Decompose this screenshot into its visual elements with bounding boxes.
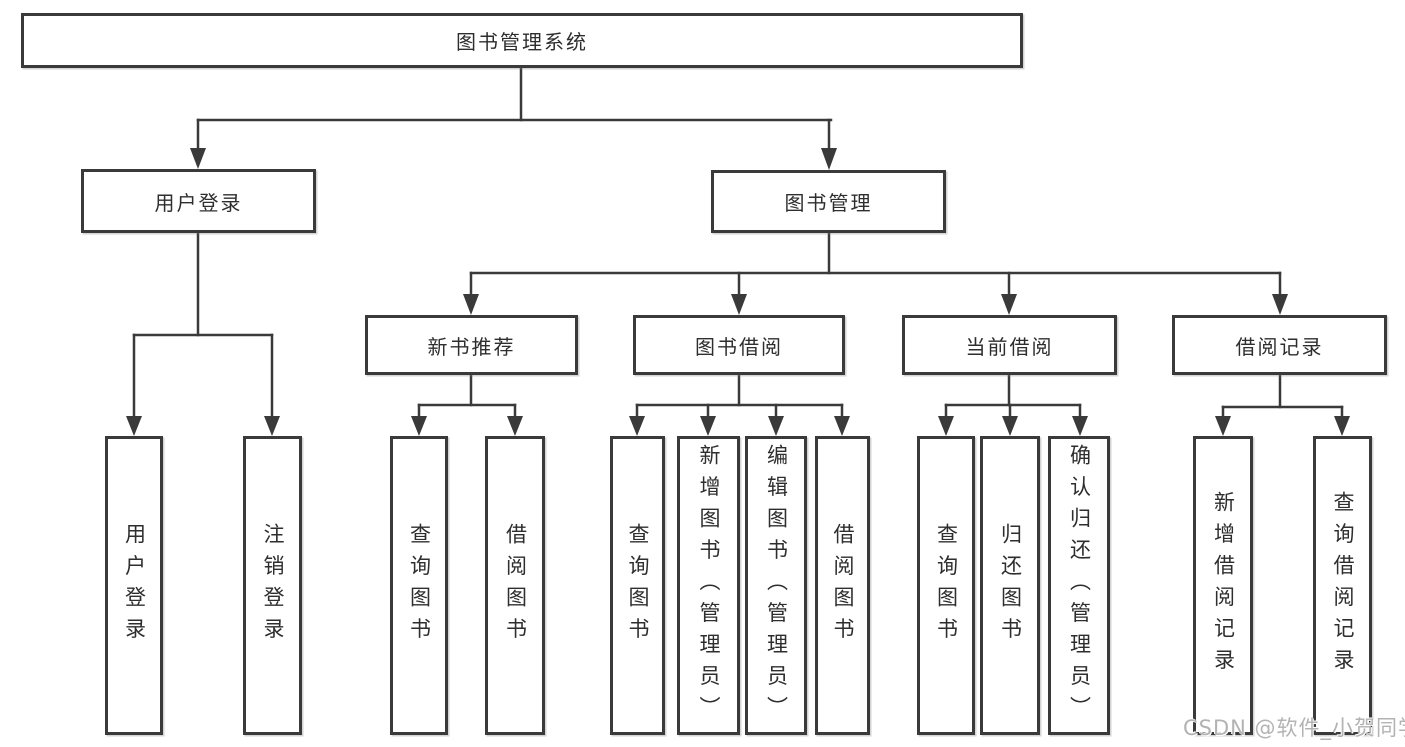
leaf-edit-books-admin: 编辑图书（管理员） (745, 436, 807, 735)
leaf-label: 新增借阅记录 (1211, 491, 1236, 680)
leaf-label: 编辑图书（管理员） (764, 443, 789, 728)
leaf-borrow-books-recommend: 借阅图书 (485, 436, 545, 735)
leaf-add-books-admin: 新增图书（管理员） (677, 436, 740, 735)
leaf-label: 查询图书 (407, 522, 432, 649)
leaf-return-books: 归还图书 (980, 436, 1040, 735)
leaf-label: 注销登录 (261, 522, 285, 649)
leaf-label: 新增图书（管理员） (697, 443, 721, 728)
node-book-management: 图书管理 (711, 170, 946, 233)
leaf-query-borrow-record: 查询借阅记录 (1313, 436, 1372, 735)
csdn-watermark: CSDN @软件_小贺同学 (1183, 716, 1405, 740)
leaf-query-books-current: 查询图书 (917, 436, 975, 735)
leaf-logout: 注销登录 (243, 436, 302, 735)
leaf-query-books-borrowing: 查询图书 (610, 436, 665, 735)
leaf-label: 借阅图书 (831, 522, 855, 649)
leaf-borrow-books: 借阅图书 (815, 436, 870, 735)
leaf-label: 查询图书 (626, 522, 650, 649)
node-borrowing-records: 借阅记录 (1172, 315, 1387, 375)
leaf-label: 查询图书 (934, 522, 959, 649)
leaf-label: 确认归还（管理员） (1067, 443, 1092, 728)
leaf-label: 借阅图书 (503, 522, 528, 649)
leaf-label: 查询借阅记录 (1331, 491, 1355, 680)
leaf-confirm-return-admin: 确认归还（管理员） (1048, 436, 1110, 735)
node-new-book-recommend: 新书推荐 (365, 315, 578, 375)
leaf-user-login: 用户登录 (105, 436, 163, 735)
node-book-borrowing: 图书借阅 (633, 315, 845, 375)
leaf-query-books-recommend: 查询图书 (390, 436, 448, 735)
leaf-add-borrow-record: 新增借阅记录 (1193, 436, 1253, 735)
node-user-login: 用户登录 (81, 169, 316, 233)
node-current-borrowing: 当前借阅 (902, 315, 1117, 375)
node-library-management-system: 图书管理系统 (21, 13, 1023, 68)
leaf-label: 用户登录 (122, 522, 147, 649)
leaf-label: 归还图书 (998, 522, 1023, 649)
